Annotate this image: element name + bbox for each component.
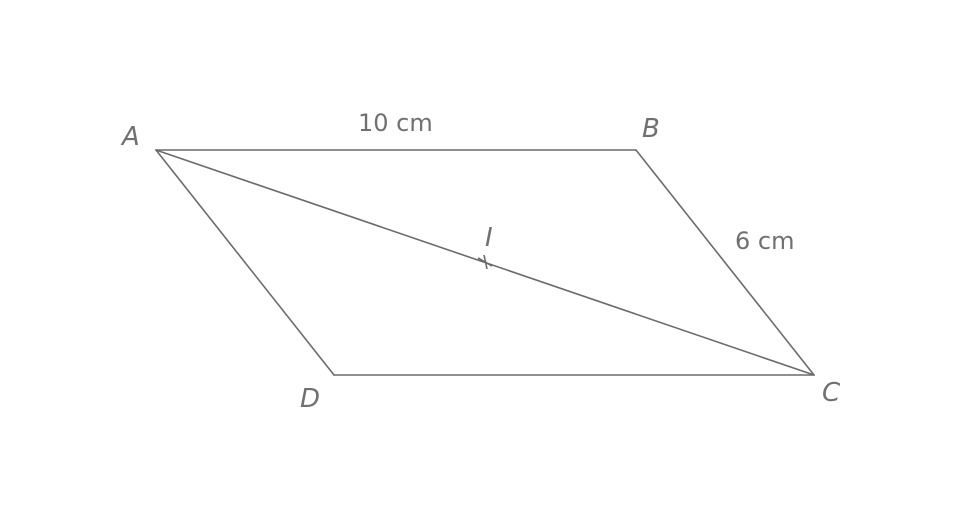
label-point-i: I (485, 223, 493, 253)
label-length-ab: 10 cm (358, 109, 433, 137)
label-length-bc: 6 cm (735, 227, 794, 255)
label-point-a: A (120, 122, 140, 152)
label-point-c: C (822, 378, 841, 408)
label-point-d: D (300, 384, 320, 414)
midpoint-i-mark (477, 254, 493, 270)
side-bc (635, 149, 815, 376)
side-da (155, 149, 335, 376)
label-point-b: B (642, 114, 660, 144)
